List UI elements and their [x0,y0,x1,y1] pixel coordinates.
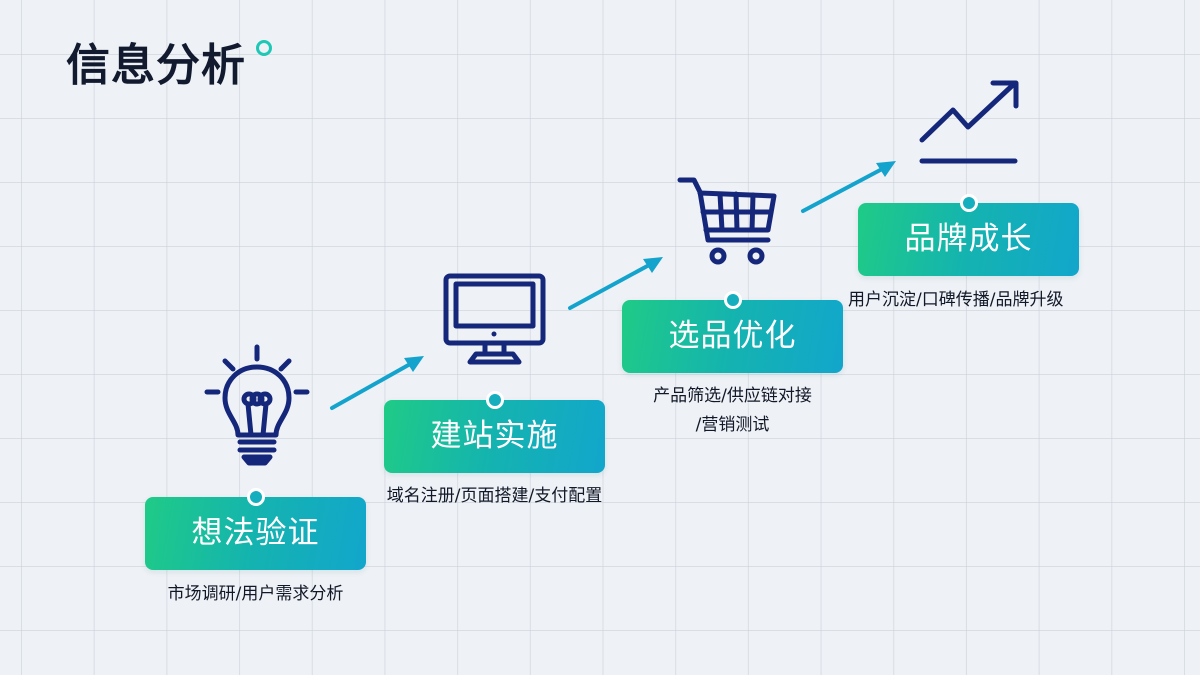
step-label: 建站实施 [430,418,559,454]
accent-ring-icon [256,40,272,56]
step-description: 用户沉淀/口碑传播/品牌升级 [848,290,1064,310]
step-node-dot [959,194,978,212]
step-description-line-1: 产品筛选/供应链对接 [653,386,812,406]
step-description: 域名注册/页面搭建/支付配置 [386,486,603,506]
step-label: 品牌成长 [904,221,1033,257]
step-label: 选品优化 [668,318,797,354]
step-description: 市场调研/用户需求分析 [167,584,344,604]
page-title: 信息分析 [66,40,246,91]
growth-chart-icon [915,75,1025,170]
step-label: 想法验证 [191,515,320,551]
step-box-idea-validation: 想法验证 [145,488,366,570]
step-node-dot [246,488,265,506]
shopping-cart-icon [676,172,781,267]
monitor-icon [440,270,550,370]
step-description-line-2: /营销测试 [695,415,770,435]
step-box-site-building: 建站实施 [384,391,605,473]
step-box-brand-growth: 品牌成长 [858,194,1079,276]
lightbulb-icon [200,342,315,467]
step-node-dot [485,391,504,409]
step-box-product-selection: 选品优化 [622,291,843,373]
step-node-dot [723,291,742,309]
